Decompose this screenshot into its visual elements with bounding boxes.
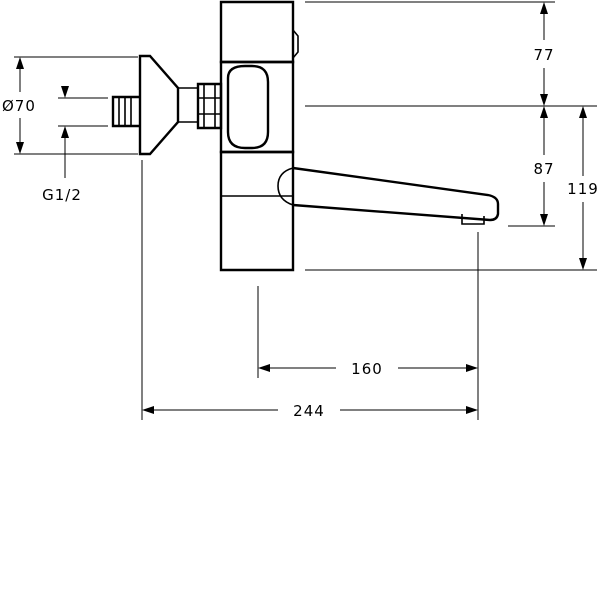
wall-flange [138, 54, 223, 156]
dimension-160: 160 [258, 360, 478, 378]
dimension-label-77: 77 [533, 46, 554, 64]
dimension-244: 244 [142, 402, 478, 420]
dimension-label-thread: G1/2 [42, 186, 82, 204]
dimension-label-diameter: Ø70 [2, 97, 36, 115]
threaded-inlet [111, 95, 140, 128]
dimension-label-160: 160 [351, 360, 383, 378]
extension-lines [14, 1, 597, 420]
dimension-77: 77 [533, 2, 554, 106]
dimension-thread: G1/2 [42, 86, 82, 204]
dimension-87: 87 [533, 106, 554, 226]
dimension-diameter-70: Ø70 [2, 57, 36, 154]
dimension-label-119: 119 [567, 180, 599, 198]
dimension-label-244: 244 [293, 402, 325, 420]
faucet-body [219, 0, 299, 272]
dimension-label-87: 87 [533, 160, 554, 178]
spout [277, 166, 500, 225]
dimension-119: 119 [567, 106, 599, 270]
